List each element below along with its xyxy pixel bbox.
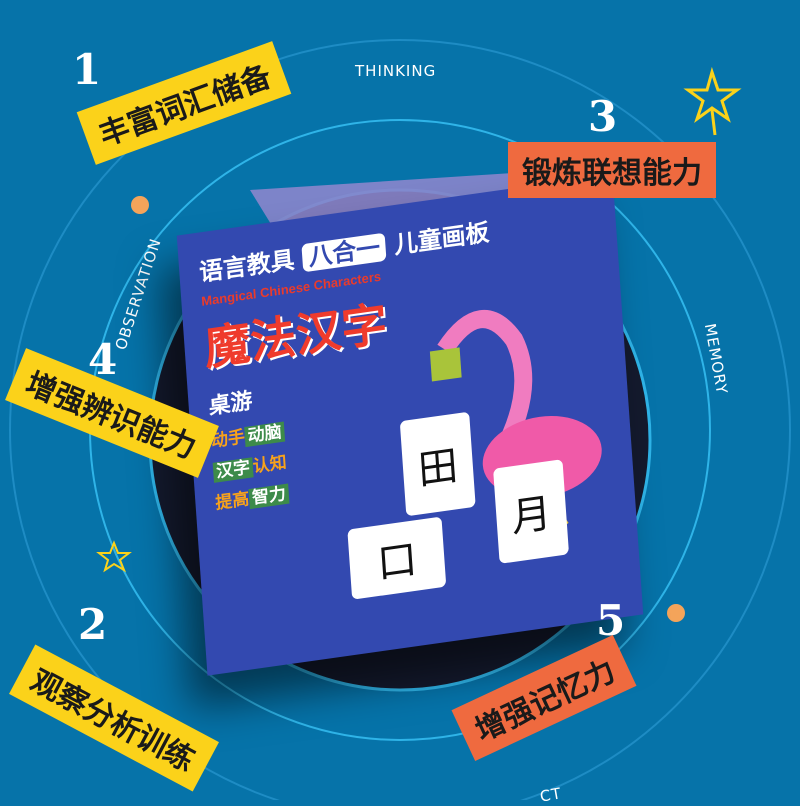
ring-word-top: THINKING [355, 62, 437, 80]
character-card: 田 [399, 411, 476, 517]
line-text: 智力 [248, 483, 290, 510]
line-text: 动脑 [244, 421, 286, 448]
dot [667, 604, 685, 622]
line-text: 汉字 [212, 457, 254, 483]
box-title: 语言教具 [198, 245, 296, 287]
character-card: 口 [347, 516, 447, 600]
box-title-right: 儿童画板 [393, 218, 491, 260]
feature-number: 2 [78, 600, 108, 649]
star-icon [96, 540, 132, 573]
feature-number: 3 [588, 92, 618, 141]
feature-number: 1 [72, 45, 102, 94]
ring-word-bottom: CT [538, 784, 564, 806]
box-pill: 八合一 [301, 232, 387, 273]
character-card: 月 [493, 459, 570, 564]
star-icon [683, 66, 742, 123]
product-box: 语言教具 八合一 儿童画板 Mangical Chinese Character… [176, 174, 644, 676]
feature-tag-3: 锻炼联想能力 [508, 142, 716, 198]
dot [131, 196, 149, 214]
line-text: 提高 [214, 489, 250, 514]
line-text: 认知 [252, 452, 288, 478]
